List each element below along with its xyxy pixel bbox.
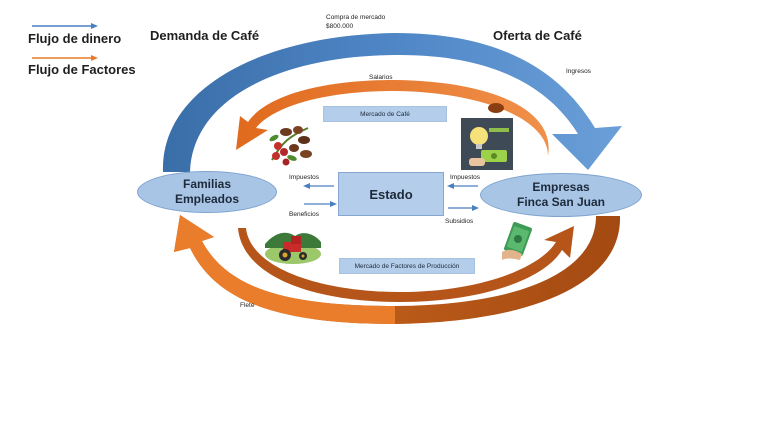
mercado-cafe-box: Mercado de Café (323, 106, 447, 122)
ingresos-label: Ingresos (566, 68, 591, 75)
coffee-beans-icon (269, 126, 312, 166)
arrow-impuestos-left (303, 183, 334, 189)
familias-node: Familias Empleados (137, 171, 277, 213)
subsidios-label: Subsidios (445, 218, 474, 225)
outer-blue-arc (162, 33, 622, 172)
mercado-factores-label: Mercado de Factores de Producción (354, 262, 460, 270)
empresas-node: Empresas Finca San Juan (480, 173, 642, 217)
beneficios-label: Beneficios (289, 211, 319, 218)
supply-heading: Oferta de Café (493, 28, 582, 43)
arrow-beneficios (304, 201, 337, 207)
legend-money-arrow (32, 23, 98, 29)
legend-money-label: Flujo de dinero (28, 31, 122, 46)
arrow-impuestos-right (447, 183, 478, 189)
mercado-factores-box: Mercado de Factores de Producción (339, 258, 475, 274)
impuestos-left-label: Impuestos (289, 174, 319, 181)
inner-orange-arc-top (236, 80, 549, 156)
estado-label: Estado (369, 186, 413, 202)
salarios-label: Salarios (369, 74, 393, 81)
empresas-line1: Empresas (532, 180, 590, 194)
legend-factors-label: Flujo de Factores (28, 62, 136, 77)
arrow-subsidios (448, 205, 479, 211)
demand-heading: Demanda de Café (150, 28, 260, 43)
idea-money-icon (461, 118, 513, 170)
familias-line2: Empleados (174, 192, 240, 206)
empresas-line2: Finca San Juan (516, 195, 606, 209)
flete-label: Flete (240, 302, 255, 309)
inner-brown-arc-bottom (238, 226, 574, 302)
outer-orange-arc-bottom-left (174, 215, 395, 324)
arc-cap (488, 103, 504, 113)
familias-line1: Familias (182, 177, 232, 191)
market-purchase-label: Compra de mercado (326, 14, 386, 21)
cash-hand-icon (502, 222, 532, 260)
tractor-icon (265, 232, 321, 264)
estado-node: Estado (338, 172, 444, 216)
legend-factors-arrow (32, 55, 98, 61)
market-purchase-amount: $800.000 (326, 23, 354, 30)
impuestos-right-label: Impuestos (450, 174, 480, 181)
mercado-cafe-label: Mercado de Café (360, 110, 410, 118)
